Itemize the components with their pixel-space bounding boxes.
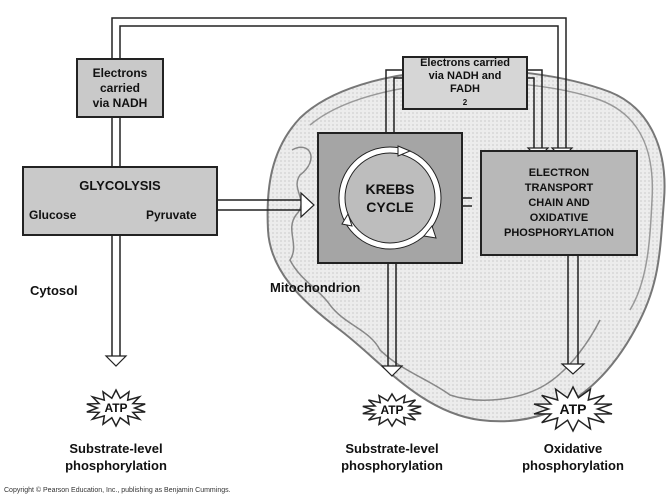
atp-caption-2-line1: Substrate-level	[345, 441, 439, 456]
nadh-glycolysis-line3: via NADH	[92, 95, 148, 110]
glucose-label: Glucose	[29, 208, 77, 222]
atp-caption-1: Substrate-level phosphorylation	[46, 440, 186, 474]
krebs-cycle-ring	[339, 147, 441, 249]
atp-starbursts	[86, 385, 613, 433]
atp-caption-3-line2: phosphorylation	[522, 458, 624, 473]
krebs-cycle-arrow-right	[423, 224, 437, 239]
etc-line4: OXIDATIVE	[529, 211, 589, 224]
krebs-line2: CYCLE	[366, 199, 414, 215]
atp-label-1: ATP	[104, 401, 128, 415]
atp-label-3: ATP	[559, 401, 587, 417]
krebs-cycle-inner-outline	[344, 152, 436, 244]
etc-line3: CHAIN AND	[528, 196, 590, 209]
pyruvate-arrow	[218, 199, 303, 211]
nadh-glycolysis-line2: carried	[99, 80, 141, 95]
atp-starburst-1	[86, 388, 146, 428]
krebs-cycle-arrow-left	[341, 212, 353, 227]
krebs-cycle-arrow-top	[397, 145, 412, 157]
atp-caption-1-line1: Substrate-level	[69, 441, 163, 456]
nadh-glycolysis-link	[111, 118, 121, 166]
atp-starburst-2	[362, 392, 422, 428]
atp-caption-3: Oxidative phosphorylation	[500, 440, 646, 474]
nadh-fadh2-line3: FADH 2	[450, 83, 480, 109]
krebs-line1: KREBS	[365, 181, 415, 197]
nadh-top-connector	[111, 17, 567, 150]
atp-arrowhead-3	[560, 363, 586, 375]
glycolysis-box: GLYCOLYSIS Glucose Pyruvate	[22, 166, 218, 236]
nadh-glycolysis-line1: Electrons	[92, 65, 148, 80]
etc-line1: ELECTRON	[528, 166, 590, 179]
fadh-subscript: 2	[462, 98, 468, 107]
atp-caption-3-line1: Oxidative	[543, 441, 603, 456]
atp-arrowhead-1	[104, 355, 128, 367]
mitochondrion-label: Mitochondrion	[270, 280, 361, 295]
etc-line2: TRANSPORT	[524, 181, 594, 194]
atp-arrowhead-2	[380, 365, 404, 377]
etc-box: ELECTRON TRANSPORT CHAIN AND OXIDATIVE P…	[480, 150, 638, 256]
atp-caption-2-line2: phosphorylation	[341, 458, 443, 473]
atp-starburst-3	[533, 385, 613, 433]
nadh-glycolysis-box: Electrons carried via NADH	[76, 58, 164, 118]
mitochondrion-cristae	[289, 146, 601, 401]
krebs-cycle-label: KREBS CYCLE	[350, 180, 430, 216]
pyruvate-arrowhead	[300, 191, 315, 219]
copyright-notice: Copyright © Pearson Education, Inc., pub…	[4, 487, 231, 494]
glycolysis-title: GLYCOLYSIS	[79, 178, 161, 193]
krebs-to-etc-arrow	[462, 197, 472, 207]
fadh-text: FADH	[450, 83, 480, 95]
nadh-fadh2-line1: Electrons carried	[420, 57, 510, 69]
nadh-fadh2-line2: via NADH and	[428, 70, 502, 82]
atp-down-arrows	[111, 236, 579, 368]
pyruvate-label: Pyruvate	[146, 208, 197, 222]
atp-caption-1-line2: phosphorylation	[65, 458, 167, 473]
nadh-fadh2-box: Electrons carried via NADH and FADH 2	[402, 56, 528, 110]
atp-label-2: ATP	[380, 403, 404, 417]
krebs-cycle-ring-outline	[338, 146, 442, 250]
krebs-nadh-connector	[385, 69, 543, 150]
cytosol-label: Cytosol	[30, 283, 78, 298]
etc-line5: PHOSPHORYLATION	[503, 226, 614, 239]
atp-caption-2: Substrate-level phosphorylation	[322, 440, 462, 474]
